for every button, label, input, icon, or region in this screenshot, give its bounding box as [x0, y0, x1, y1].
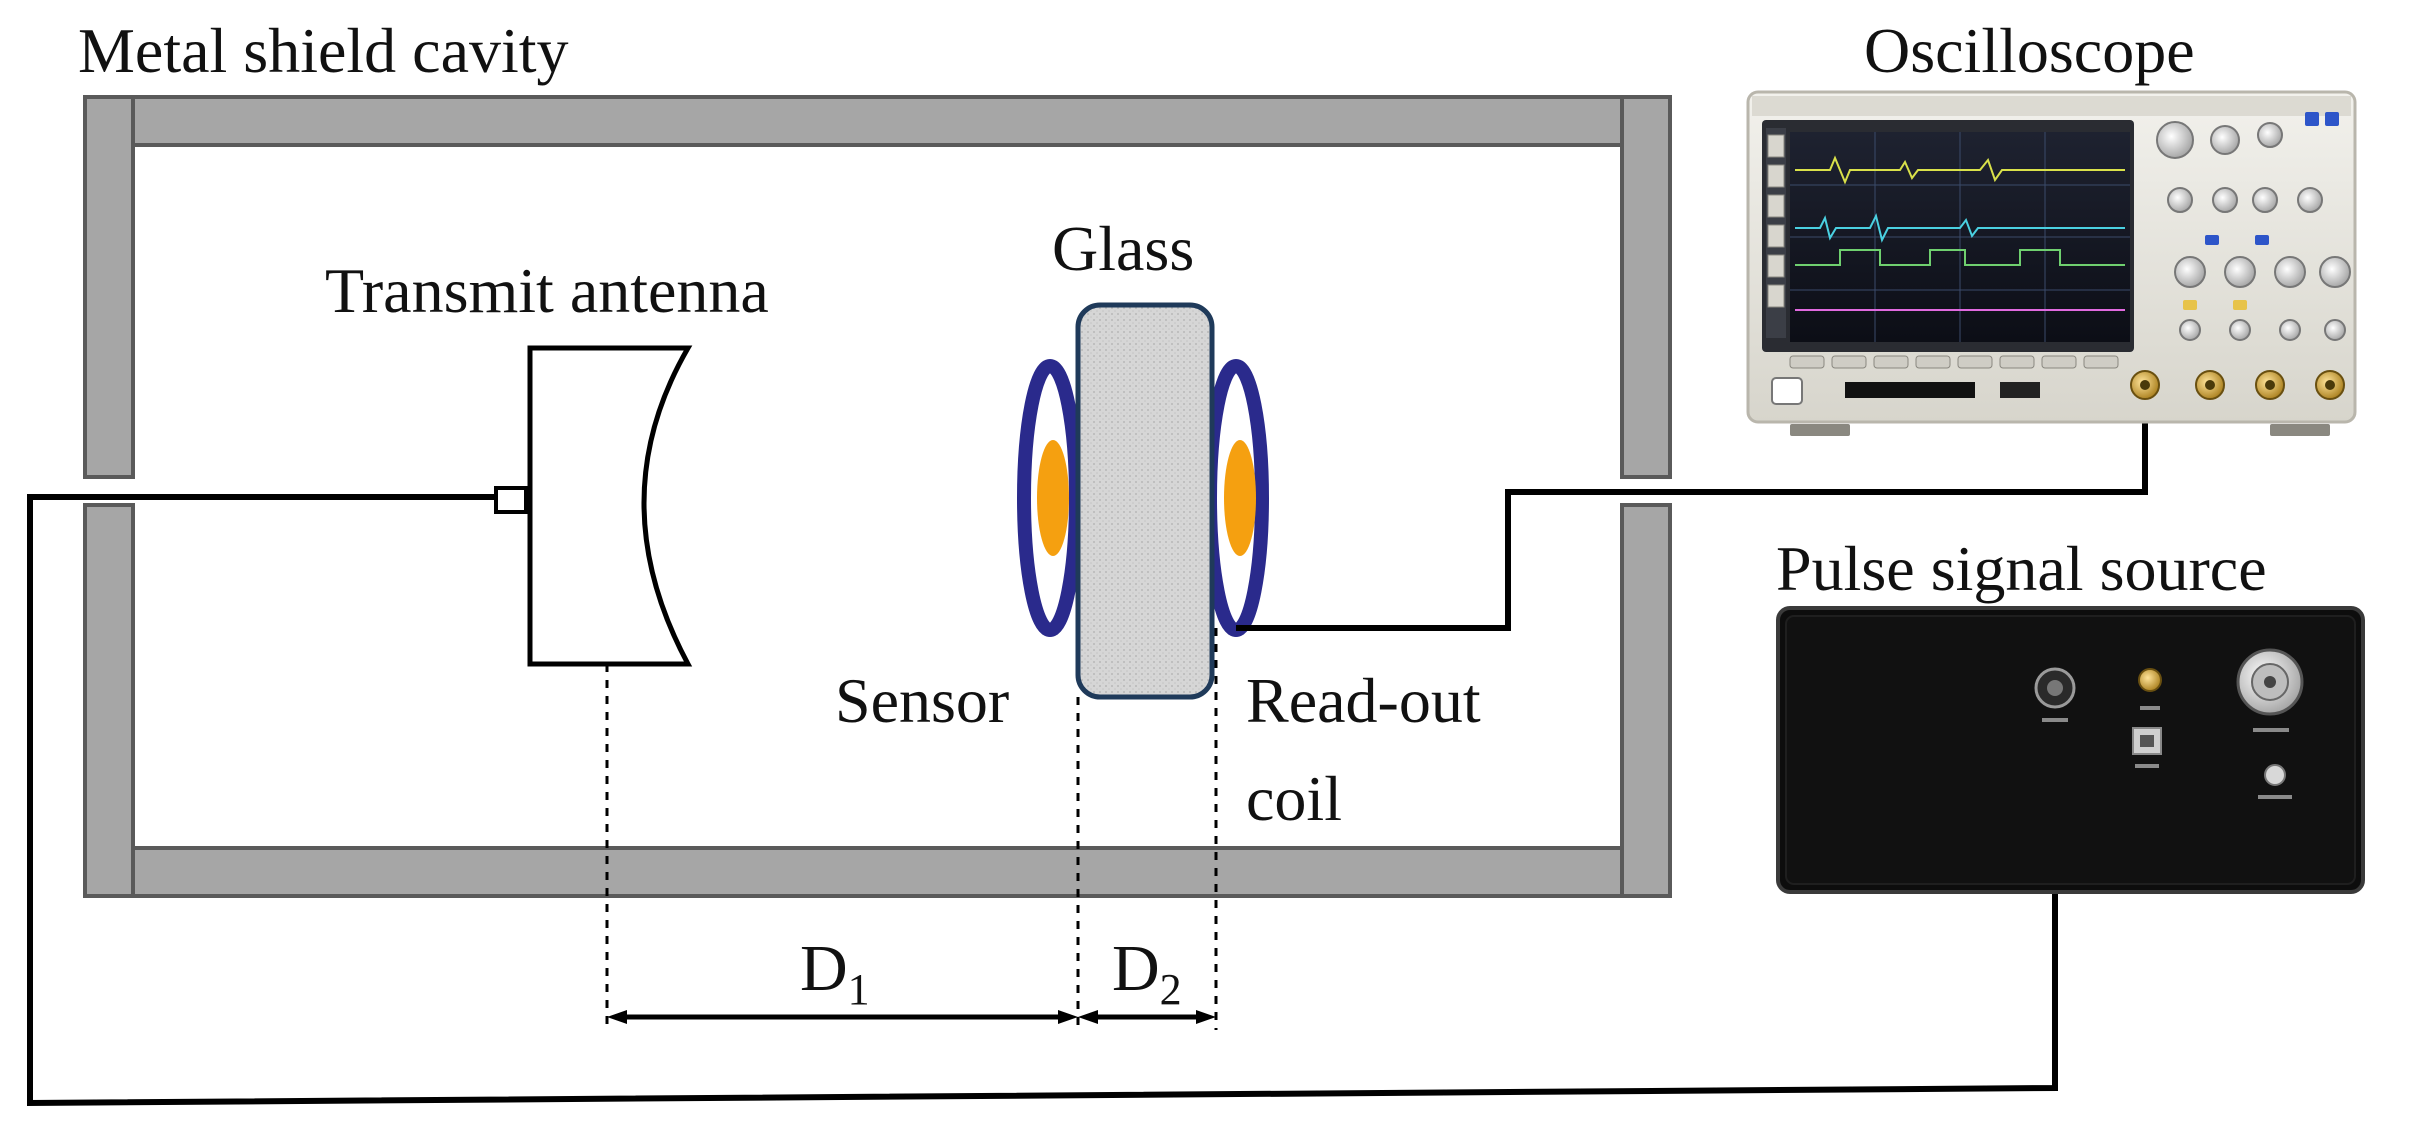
distance-markers: [605, 628, 1218, 1030]
cavity-top-wall: [83, 95, 1672, 147]
readout-coil-label-line1: Read-out: [1246, 665, 1481, 736]
d2-label: D2: [1112, 932, 1182, 1014]
oscilloscope: [1746, 90, 2357, 436]
pulse-signal-source: [1776, 606, 2365, 894]
glass-label: Glass: [1052, 213, 1194, 284]
oscilloscope-label: Oscilloscope: [1864, 15, 2195, 86]
cavity-right-wall-lower: [1620, 503, 1672, 898]
cavity-right-wall-upper: [1620, 95, 1672, 479]
cavity-left-wall-lower: [83, 503, 135, 898]
cavity-label: Metal shield cavity: [78, 15, 569, 86]
sensor: [1017, 359, 1083, 637]
coil-to-scope-cable: [1236, 398, 2148, 631]
antenna-connector: [494, 486, 528, 514]
transmit-antenna-label: Transmit antenna: [325, 255, 769, 326]
read-out-coil: [1203, 359, 1269, 637]
source-to-antenna-cable: [27, 494, 2058, 1107]
metal-shield-cavity: [83, 95, 1672, 898]
cavity-bottom-wall: [83, 846, 1672, 898]
pulse-source-label: Pulse signal source: [1776, 533, 2267, 604]
transmit-antenna: [494, 345, 693, 667]
sensor-label: Sensor: [835, 665, 1009, 736]
glass-plate: [1075, 302, 1215, 700]
readout-coil-label-line2: coil: [1246, 763, 1342, 834]
cavity-left-wall-upper: [83, 95, 135, 479]
d1-label: D1: [800, 932, 870, 1014]
signal-cables: [27, 398, 2148, 1107]
